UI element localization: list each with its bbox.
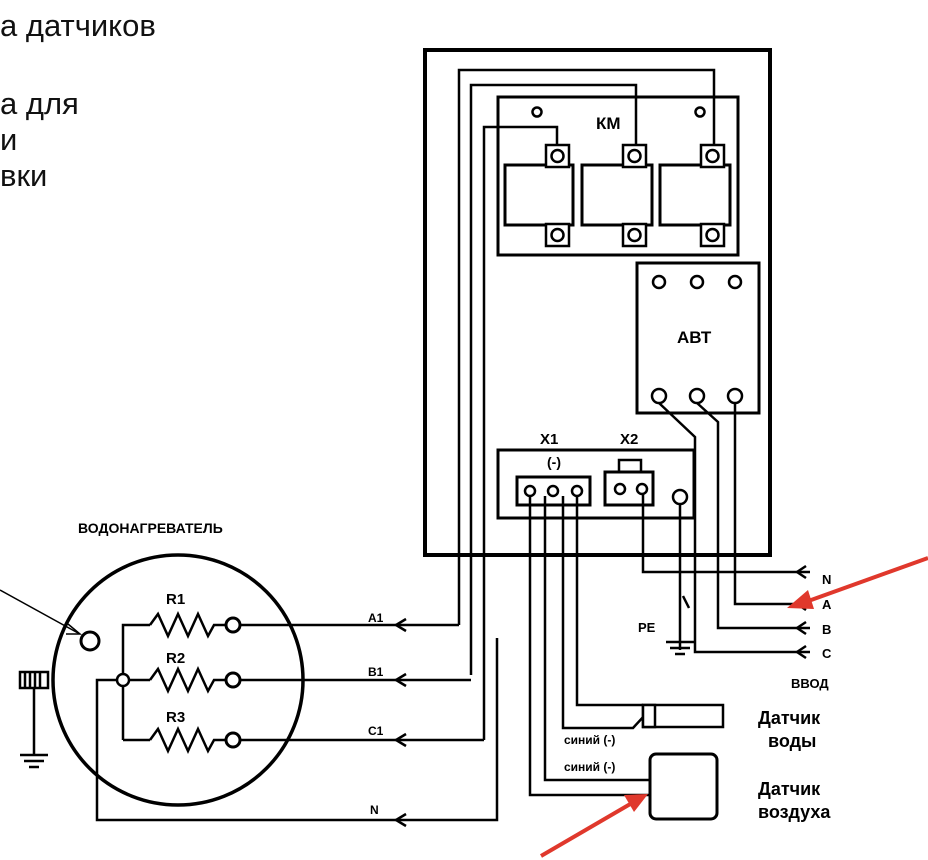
a1-label: A1: [368, 611, 384, 625]
x1-label: X1: [540, 431, 558, 448]
pe-ground: [666, 595, 694, 656]
air-sensor-label-1: Датчик: [758, 779, 821, 799]
input-c-label: C: [822, 646, 832, 661]
water-sensor-label-1: Датчик: [758, 708, 821, 728]
resistor-r3: [148, 725, 233, 755]
red-arrow-air-sensor: [539, 794, 648, 858]
heater-ground-terminal: [18, 670, 50, 769]
input-arrows: [794, 564, 807, 660]
caption-line-2: а для: [0, 86, 79, 121]
km-label: КМ: [596, 114, 621, 133]
circuit-breaker-avt: АВТ: [635, 261, 761, 415]
air-sensor-label-2: воздуха: [758, 802, 831, 822]
resistor-r1: [148, 610, 233, 640]
pe-label: PE: [638, 620, 656, 635]
r3-label: R3: [166, 709, 185, 726]
control-panel-enclosure: [423, 48, 772, 557]
wires: [95, 68, 810, 822]
input-label: ВВОД: [791, 676, 829, 691]
input-a-label: A: [822, 597, 832, 612]
water-sensor: [641, 703, 725, 729]
water-heater: R1 R2 R3: [51, 553, 305, 807]
heater-arrows: [393, 617, 407, 828]
contactor-km: КМ: [496, 95, 740, 257]
x2-label: X2: [620, 431, 638, 448]
blue-wire-label-2: синий (-): [564, 760, 615, 774]
caption-line-1: а датчиков: [0, 8, 156, 43]
terminal-strip: X1 (-) X2: [496, 431, 696, 520]
input-b-label: B: [822, 622, 831, 637]
r2-label: R2: [166, 650, 185, 667]
c1-label: C1: [368, 724, 384, 738]
blue-wire-label-1: синий (-): [564, 733, 615, 747]
resistor-r2: [148, 665, 233, 695]
heater-label: ВОДОНАГРЕВАТЕЛЬ: [78, 520, 223, 536]
input-n-label: N: [822, 572, 831, 587]
caption-line-4: вки: [0, 158, 48, 193]
red-arrow-input: [787, 556, 928, 609]
n-bottom-label: N: [370, 803, 379, 817]
r1-label: R1: [166, 591, 185, 608]
avt-label: АВТ: [677, 328, 712, 347]
x1-sub-label: (-): [547, 454, 561, 470]
water-sensor-label-2: воды: [768, 731, 816, 751]
air-sensor: [648, 752, 719, 821]
b1-label: B1: [368, 665, 384, 679]
caption-line-3: и: [0, 122, 18, 157]
